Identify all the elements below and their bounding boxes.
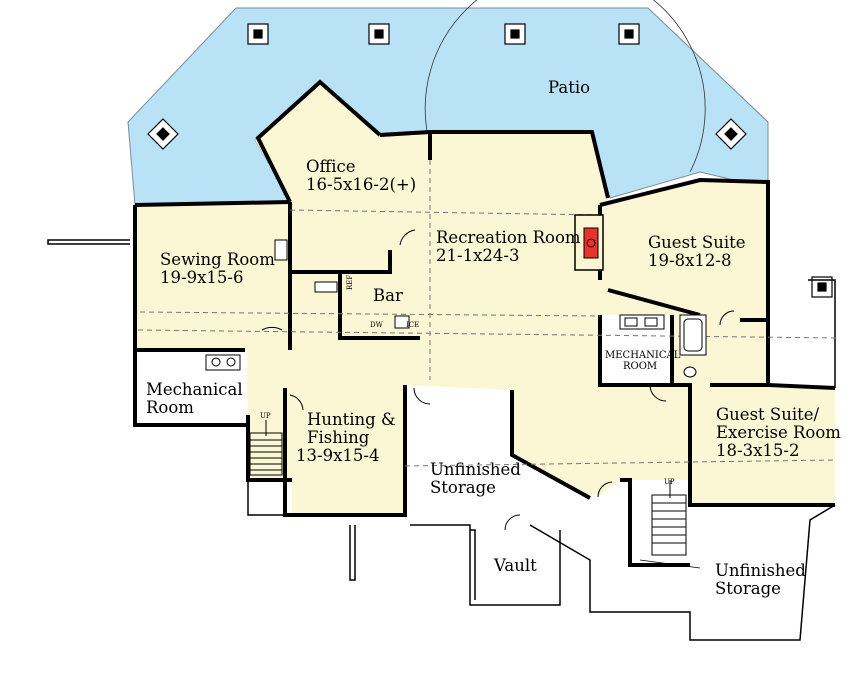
guest-suite-dims: 19-8x12-8 bbox=[648, 251, 731, 270]
leader-line bbox=[639, 559, 701, 569]
bar-label: Bar bbox=[373, 286, 403, 305]
ref-label: REF bbox=[346, 275, 354, 290]
office-dims: 16-5x16-2(+) bbox=[306, 175, 416, 194]
mechanical-right-line1: MECHANICAL bbox=[605, 350, 681, 361]
stairs-right-up: UP bbox=[664, 478, 675, 486]
storage-right-line1: Unfinished bbox=[715, 561, 806, 580]
office-label: Office bbox=[306, 157, 356, 176]
dw-label: DW bbox=[370, 321, 384, 329]
fireplace bbox=[574, 214, 604, 271]
stairs-right bbox=[651, 480, 687, 556]
mechanical-right-line2: ROOM bbox=[623, 361, 657, 372]
sewing-room-dims: 19-9x15-6 bbox=[160, 268, 243, 287]
recreation-label: Recreation Room bbox=[436, 228, 581, 247]
mechanical-left-line2: Room bbox=[146, 398, 194, 417]
patio-curve bbox=[424, 0, 706, 173]
hunting-dims: 13-9x15-4 bbox=[296, 446, 379, 465]
stairs-left bbox=[249, 420, 283, 476]
recreation-dims: 21-1x24-3 bbox=[436, 246, 519, 265]
storage-center-area bbox=[405, 385, 590, 560]
vault-area bbox=[475, 535, 557, 603]
guest-suite-label: Guest Suite bbox=[648, 233, 746, 252]
stairs-left-up: UP bbox=[260, 412, 271, 420]
storage-center-line2: Storage bbox=[430, 478, 496, 497]
thin-walls bbox=[47, 239, 836, 641]
patio-label: Patio bbox=[548, 78, 590, 97]
hunting-line2: Fishing bbox=[307, 428, 370, 447]
storage-center-line1: Unfinished bbox=[430, 460, 521, 479]
patio-columns bbox=[147, 23, 833, 298]
hunting-line1: Hunting & bbox=[307, 410, 396, 429]
vault-label: Vault bbox=[493, 556, 537, 575]
mechanical-left-line1: Mechanical bbox=[146, 380, 243, 399]
beams bbox=[137, 160, 841, 467]
fixtures bbox=[205, 239, 707, 378]
guest-exercise-line2: Exercise Room bbox=[716, 423, 841, 442]
guest-exercise-line1: Guest Suite/ bbox=[716, 405, 820, 424]
storage-right-line2: Storage bbox=[715, 579, 781, 598]
walls bbox=[133, 79, 836, 567]
door-swings bbox=[261, 229, 735, 531]
ice-label: ICE bbox=[406, 321, 419, 329]
guest-exercise-dims: 18-3x15-2 bbox=[716, 441, 799, 460]
sewing-room-label: Sewing Room bbox=[160, 250, 275, 269]
